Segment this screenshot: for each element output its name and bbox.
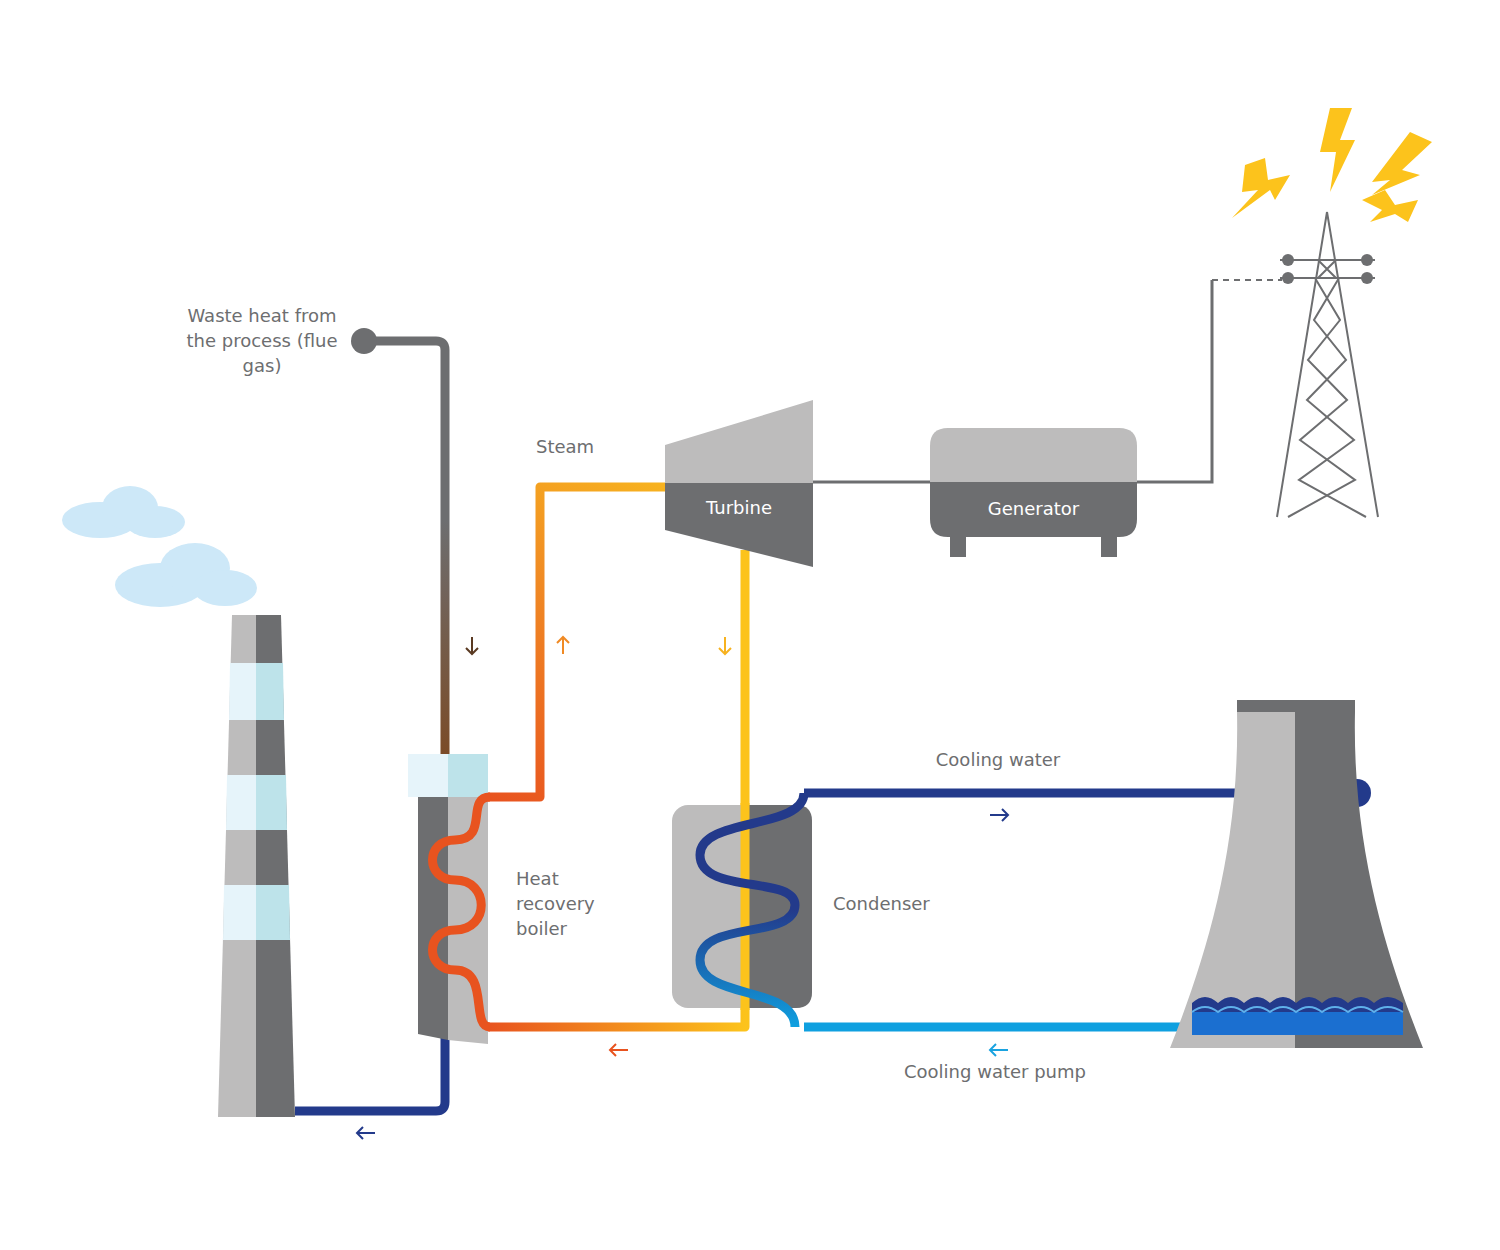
cooling-water-label: Cooling water bbox=[878, 747, 1118, 772]
exhaust-pipe bbox=[295, 1035, 445, 1139]
feedwater-pipe bbox=[488, 1008, 745, 1027]
exhaust-steam-pipe bbox=[741, 550, 750, 805]
cooling-tower bbox=[1170, 700, 1423, 1048]
flue-gas-pipe bbox=[351, 328, 478, 760]
node-label: Generator bbox=[930, 496, 1137, 521]
pump-label: Cooling water pump bbox=[870, 1059, 1120, 1084]
power-line bbox=[1137, 280, 1282, 482]
pylon bbox=[1277, 212, 1378, 517]
turbine-shaft bbox=[813, 481, 930, 484]
generator: Generator bbox=[930, 428, 1137, 537]
insulator bbox=[1282, 254, 1373, 284]
heat-recovery-boiler-shape bbox=[408, 754, 488, 1040]
steam-pipe bbox=[488, 487, 665, 797]
condenser-shape bbox=[672, 805, 812, 1008]
node-label: Heat recovery boiler bbox=[516, 866, 608, 941]
node-label: Condenser bbox=[833, 891, 973, 916]
chimney bbox=[218, 615, 295, 1117]
condenser: Condenser bbox=[672, 805, 812, 1008]
smoke-cloud bbox=[62, 486, 257, 607]
flue-gas-label: Waste heat from the process (flue gas) bbox=[182, 303, 342, 378]
flow-arrow bbox=[557, 637, 1008, 1056]
turbine-shape bbox=[665, 400, 813, 567]
generator-shape bbox=[930, 428, 1137, 537]
lightning-bolt bbox=[1232, 108, 1432, 222]
turbine: Turbine bbox=[665, 400, 813, 567]
node-label: Turbine bbox=[665, 495, 813, 520]
edge-label: Steam bbox=[536, 434, 594, 459]
heat-recovery-boiler: Heat recovery boiler bbox=[408, 754, 488, 1040]
